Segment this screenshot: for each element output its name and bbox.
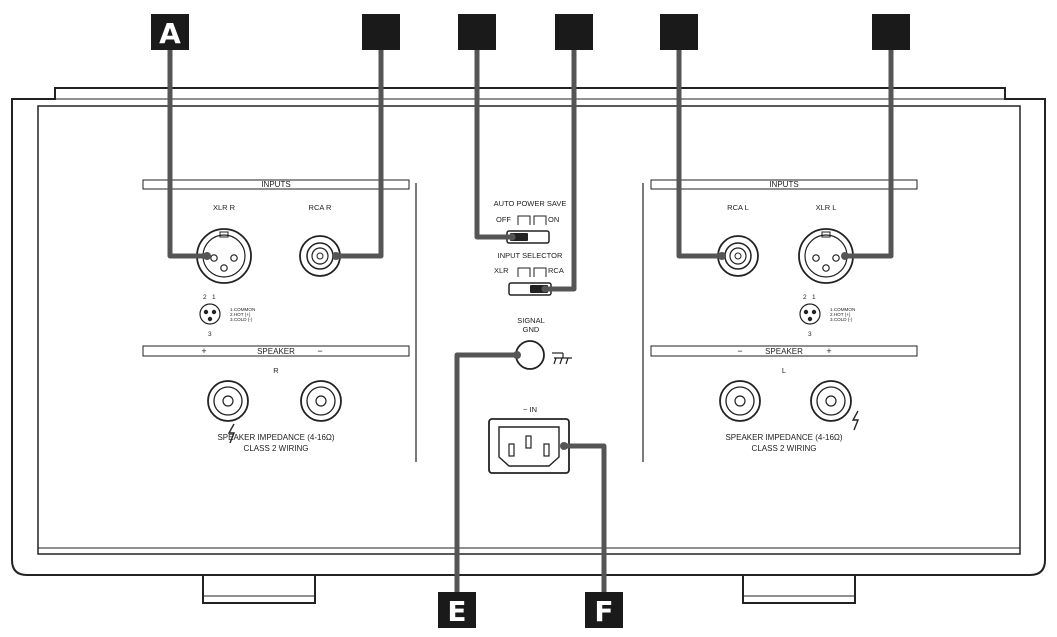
iec-power-inlet-icon[interactable] (488, 418, 570, 474)
gnd-label: GND (523, 325, 540, 334)
leader-endpoints (203, 233, 849, 450)
callout-a-letter: A (159, 17, 181, 50)
right-pin-num-1: 1 (212, 294, 216, 301)
auto-power-save-off: OFF (496, 215, 511, 224)
right-impedance-text: SPEAKER IMPEDANCE (4-16Ω) (217, 433, 334, 442)
right-pin-legend-3: 3.COLD (-) (230, 317, 253, 322)
right-speaker-plus-terminal-icon[interactable] (207, 380, 249, 422)
left-speaker-plus: + (826, 346, 831, 356)
xlr-l-pin-diagram-icon (799, 303, 821, 325)
left-speaker-plus-terminal-icon[interactable] (810, 380, 852, 422)
callout-b (362, 14, 400, 50)
center-controls: AUTO POWER SAVE OFF ON INPUT SELECTOR XL… (488, 199, 572, 474)
right-inputs-header: INPUTS (261, 180, 290, 189)
ground-symbol-icon (552, 352, 572, 365)
ac-in-label: ~ IN (523, 405, 537, 414)
left-impedance-text: SPEAKER IMPEDANCE (4-16Ω) (725, 433, 842, 442)
rca-l-label: RCA L (727, 203, 749, 212)
left-pin-num-1: 1 (812, 294, 816, 301)
right-speaker-header: SPEAKER (257, 347, 295, 356)
signal-label: SIGNAL (517, 316, 545, 325)
callout-e-letter: E (447, 595, 466, 628)
left-speaker-minus: − (737, 346, 742, 356)
xlr-l-label: XLR L (816, 203, 837, 212)
right-speaker-plus: + (201, 346, 206, 356)
left-pin-num-2: 2 (803, 294, 807, 301)
xlr-r-label: XLR R (213, 203, 236, 212)
rca-r-label: RCA R (309, 203, 333, 212)
right-pin-legend-1: 1.COMMON (230, 307, 255, 312)
right-speaker-minus-terminal-icon[interactable] (300, 380, 342, 422)
chassis (11, 87, 1046, 576)
right-channel-letter: R (273, 366, 279, 375)
callout-e: E (438, 592, 476, 628)
left-speaker-minus-terminal-icon[interactable] (719, 380, 761, 422)
left-speaker-header: SPEAKER (765, 347, 803, 356)
right-pin-num-2: 2 (203, 294, 207, 301)
leader-lines (167, 50, 894, 592)
left-inputs-header: INPUTS (769, 180, 798, 189)
left-wiring-text: CLASS 2 WIRING (752, 444, 817, 453)
chassis-foot-right (742, 574, 856, 604)
right-channel-panel: INPUTS XLR R RCA R 2 1 3 1.CO (142, 179, 417, 462)
right-lightning-bolt-icon (227, 423, 236, 444)
input-selector-xlr: XLR (494, 266, 509, 275)
left-pin-legend-3: 3.COLD (-) (830, 317, 853, 322)
right-speaker-minus: − (317, 346, 322, 356)
left-channel-panel: INPUTS RCA L XLR L 2 1 3 1.CO (642, 179, 918, 462)
callout-g (660, 14, 698, 50)
right-wiring-text: CLASS 2 WIRING (244, 444, 309, 453)
callout-h (872, 14, 910, 50)
left-channel-letter: L (782, 366, 786, 375)
input-selector-rca: RCA (548, 266, 564, 275)
right-pin-num-3: 3 (208, 331, 212, 338)
left-pin-legend-1: 1.COMMON (830, 307, 855, 312)
input-selector-label: INPUT SELECTOR (498, 251, 563, 260)
left-pin-num-3: 3 (808, 331, 812, 338)
chassis-foot-left (202, 574, 316, 604)
callout-f-letter: F (594, 595, 613, 628)
auto-power-save-on: ON (548, 215, 559, 224)
right-pin-legend-2: 2.HOT (+) (230, 312, 251, 317)
callout-a: A (151, 14, 189, 50)
left-lightning-bolt-icon (851, 410, 860, 431)
callout-c (458, 14, 496, 50)
callout-f: F (585, 592, 623, 628)
xlr-r-pin-diagram-icon (199, 303, 221, 325)
auto-power-save-label: AUTO POWER SAVE (494, 199, 567, 208)
left-pin-legend-2: 2.HOT (+) (830, 312, 851, 317)
callout-d (555, 14, 593, 50)
